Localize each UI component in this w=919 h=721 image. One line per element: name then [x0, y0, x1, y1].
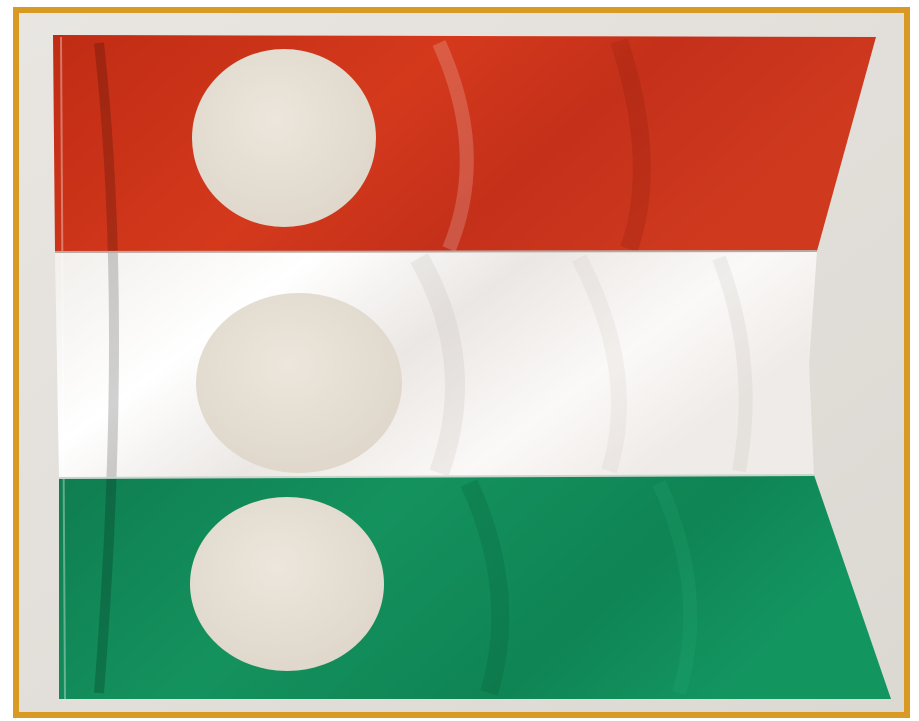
flag-photo [19, 13, 904, 712]
seam-top [54, 250, 818, 253]
hoist-edge [60, 36, 66, 700]
seam-bottom [58, 474, 815, 479]
red-circle-cutout [192, 49, 376, 227]
white-circle-cutout [196, 293, 402, 473]
fabric-folds [94, 38, 753, 696]
photo-frame [13, 7, 910, 718]
green-circle-cutout [190, 497, 384, 671]
